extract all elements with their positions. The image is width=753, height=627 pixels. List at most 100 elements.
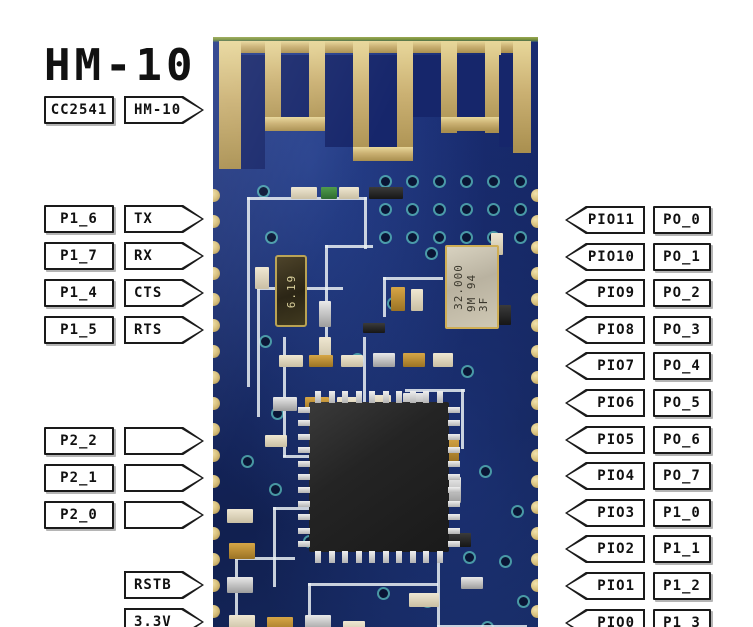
castellated-pad-right <box>531 319 538 332</box>
pcb-board-image: 6.19 32.000 9M 94 3F <box>213 37 538 627</box>
chip-label-text: CC2541 <box>50 102 108 118</box>
right-port-box[interactable]: PO_2 <box>653 279 711 307</box>
silk-trace <box>383 277 386 317</box>
smd-component <box>309 355 333 367</box>
right-port-box[interactable]: P1_0 <box>653 499 711 527</box>
chip-label-box[interactable]: CC2541 <box>44 96 114 124</box>
right-port-box[interactable]: P1_3 <box>653 609 711 627</box>
right-signal-arrow[interactable]: PIO9 <box>565 279 645 307</box>
silk-trace <box>364 197 367 249</box>
left-signal-label: RTS <box>134 322 163 338</box>
left-signal-arrow[interactable]: 3.3V <box>124 608 204 627</box>
right-signal-arrow[interactable]: PIO7 <box>565 352 645 380</box>
cc2541-ic <box>309 402 449 552</box>
smd-component <box>363 323 385 333</box>
right-signal-label: PIO3 <box>597 505 635 521</box>
left-signal-label: CTS <box>134 285 163 301</box>
left-port-box[interactable]: P1_4 <box>44 279 114 307</box>
left-port-box[interactable]: P1_5 <box>44 316 114 344</box>
castellated-pad-right <box>531 293 538 306</box>
left-signal-arrow[interactable] <box>124 501 204 529</box>
right-port-box[interactable]: PO_4 <box>653 352 711 380</box>
right-signal-arrow[interactable]: PIO8 <box>565 316 645 344</box>
left-signal-label: RX <box>134 248 153 264</box>
qfn-pin-top <box>369 391 376 403</box>
antenna-gap <box>499 55 513 147</box>
right-port-box[interactable]: PO_0 <box>653 206 711 234</box>
antenna-trace <box>441 117 501 131</box>
left-port-box[interactable]: P2_1 <box>44 464 114 492</box>
via <box>435 177 444 186</box>
right-signal-label: PIO4 <box>597 468 635 484</box>
right-signal-arrow[interactable]: PIO6 <box>565 389 645 417</box>
left-signal-label: 3.3V <box>134 614 172 627</box>
qfn-pin-right <box>448 514 460 521</box>
via <box>481 467 490 476</box>
right-port-box[interactable]: P1_2 <box>653 572 711 600</box>
right-port-box[interactable]: P1_1 <box>653 535 711 563</box>
left-signal-arrow[interactable]: RX <box>124 242 204 270</box>
right-port-box[interactable]: PO_5 <box>653 389 711 417</box>
left-signal-arrow[interactable]: RTS <box>124 316 204 344</box>
smd-component <box>373 353 395 367</box>
via <box>516 177 525 186</box>
antenna-trace <box>513 41 531 153</box>
silk-trace <box>363 337 366 457</box>
castellated-pad-left <box>213 605 220 618</box>
qfn-pin-top <box>382 391 389 403</box>
castellated-pad-right <box>531 553 538 566</box>
right-signal-arrow[interactable]: PIO2 <box>565 535 645 563</box>
smd-component <box>409 593 439 607</box>
smd-component <box>305 615 331 627</box>
smd-component <box>279 355 303 367</box>
left-signal-arrow[interactable] <box>124 464 204 492</box>
module-label-box[interactable]: HM-10 <box>124 96 204 124</box>
left-signal-arrow[interactable]: CTS <box>124 279 204 307</box>
right-port-box[interactable]: PO_6 <box>653 426 711 454</box>
right-port-box[interactable]: PO_3 <box>653 316 711 344</box>
right-port-label: PO_7 <box>663 468 701 484</box>
via <box>501 557 510 566</box>
via <box>259 187 268 196</box>
right-port-label: PO_1 <box>663 249 701 265</box>
left-port-box[interactable]: P2_2 <box>44 427 114 455</box>
secondary-crystal-label: 6.19 <box>284 273 298 309</box>
right-port-box[interactable]: PO_7 <box>653 462 711 490</box>
antenna-trace <box>265 41 281 131</box>
right-signal-arrow[interactable]: PIO3 <box>565 499 645 527</box>
left-port-label: P1_5 <box>60 322 98 338</box>
page-title: HM-10 <box>44 40 197 91</box>
castellated-pad-left <box>213 475 220 488</box>
left-port-box[interactable]: P2_0 <box>44 501 114 529</box>
via <box>261 337 270 346</box>
right-signal-arrow[interactable]: PIO4 <box>565 462 645 490</box>
right-signal-label: PIO0 <box>597 615 635 627</box>
via <box>273 409 282 418</box>
qfn-pin-left <box>298 514 310 521</box>
left-signal-arrow[interactable]: TX <box>124 205 204 233</box>
qfn-pin-right <box>448 500 460 507</box>
left-signal-label: TX <box>134 211 153 227</box>
left-port-box[interactable]: P1_7 <box>44 242 114 270</box>
via <box>427 249 436 258</box>
right-signal-arrow[interactable]: PIO10 <box>565 243 645 271</box>
qfn-pin-top <box>342 391 349 403</box>
left-signal-arrow[interactable]: RSTB <box>124 571 204 599</box>
right-signal-arrow[interactable]: PIO11 <box>565 206 645 234</box>
right-port-label: PO_0 <box>663 212 701 228</box>
castellated-pad-left <box>213 293 220 306</box>
castellated-pad-left <box>213 345 220 358</box>
silk-trace <box>247 197 250 387</box>
smd-component <box>291 187 317 199</box>
right-port-box[interactable]: PO_1 <box>653 243 711 271</box>
via <box>408 205 417 214</box>
left-port-box[interactable]: P1_6 <box>44 205 114 233</box>
right-signal-arrow[interactable]: PIO1 <box>565 572 645 600</box>
castellated-pad-right <box>531 579 538 592</box>
qfn-pin-right <box>448 407 460 413</box>
via <box>381 233 390 242</box>
left-signal-arrow[interactable] <box>124 427 204 455</box>
right-signal-arrow[interactable]: PIO0 <box>565 609 645 627</box>
right-signal-label: PIO6 <box>597 395 635 411</box>
right-signal-arrow[interactable]: PIO5 <box>565 426 645 454</box>
